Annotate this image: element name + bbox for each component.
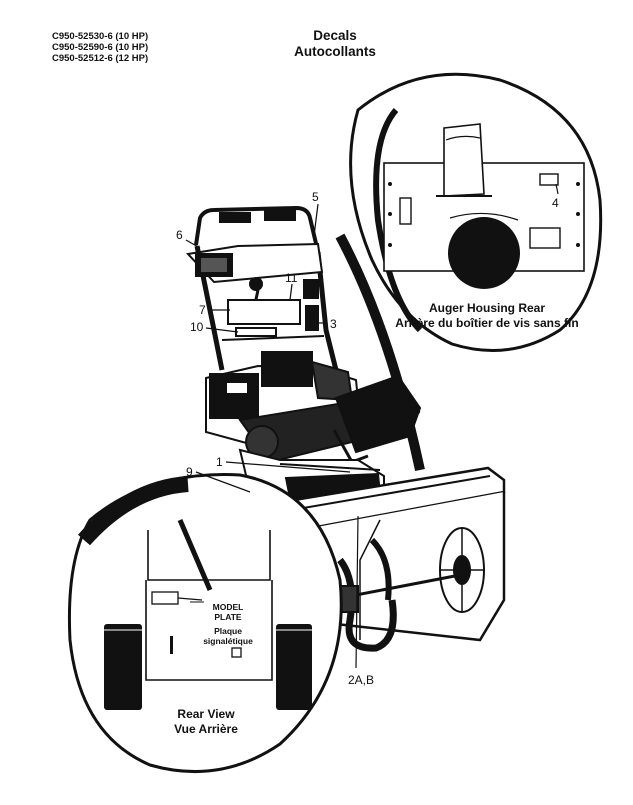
callout-1: 1 xyxy=(216,455,223,469)
callout-7: 7 xyxy=(199,303,206,317)
plaque-label: Plaque xyxy=(214,626,242,636)
auger-caption-en: Auger Housing Rear xyxy=(429,301,545,315)
rear-view-inset xyxy=(67,473,343,774)
model-plate-label: PLATE xyxy=(214,612,242,622)
callout-9: 9 xyxy=(186,465,193,479)
plaque-label: signalétique xyxy=(203,636,253,646)
rear-caption-fr: Vue Arrière xyxy=(174,722,238,736)
auger-housing-rear-inset xyxy=(349,72,603,352)
page-title: Decals Autocollants xyxy=(250,28,420,60)
rear-caption-en: Rear View xyxy=(177,707,235,721)
callout-6: 6 xyxy=(176,228,183,242)
callout-11: 11 xyxy=(285,271,298,285)
callout-8: 8 xyxy=(414,403,421,417)
model-number: C950-52590-6 (10 HP) xyxy=(52,42,149,53)
title-fr: Autocollants xyxy=(294,44,376,59)
auger-inset-caption: Auger Housing Rear Arrière du boîtier de… xyxy=(395,301,578,330)
rear-inset-labels: MODEL PLATE Plaque signalétique Rear Vie… xyxy=(174,602,253,736)
title-en: Decals xyxy=(313,28,357,43)
callout-5: 5 xyxy=(312,190,319,204)
callout-4: 4 xyxy=(552,196,559,210)
model-plate-label: MODEL xyxy=(213,602,244,612)
model-numbers: C950-52530-6 (10 HP) C950-52590-6 (10 HP… xyxy=(52,31,148,64)
callout-3: 3 xyxy=(330,317,337,331)
auger-caption-fr: Arrière du boîtier de vis sans fin xyxy=(395,316,578,330)
snow-thrower-illustration xyxy=(185,205,506,652)
model-number: C950-52530-6 (10 HP) xyxy=(52,31,149,42)
callout-2ab: 2A,B xyxy=(348,673,374,687)
callout-labels: 1 2A,B 3 4 5 6 7 8 9 10 11 xyxy=(176,190,559,687)
model-number: C950-52512-6 (12 HP) xyxy=(52,53,149,64)
leader-lines xyxy=(177,183,559,669)
callout-10: 10 xyxy=(190,320,204,334)
